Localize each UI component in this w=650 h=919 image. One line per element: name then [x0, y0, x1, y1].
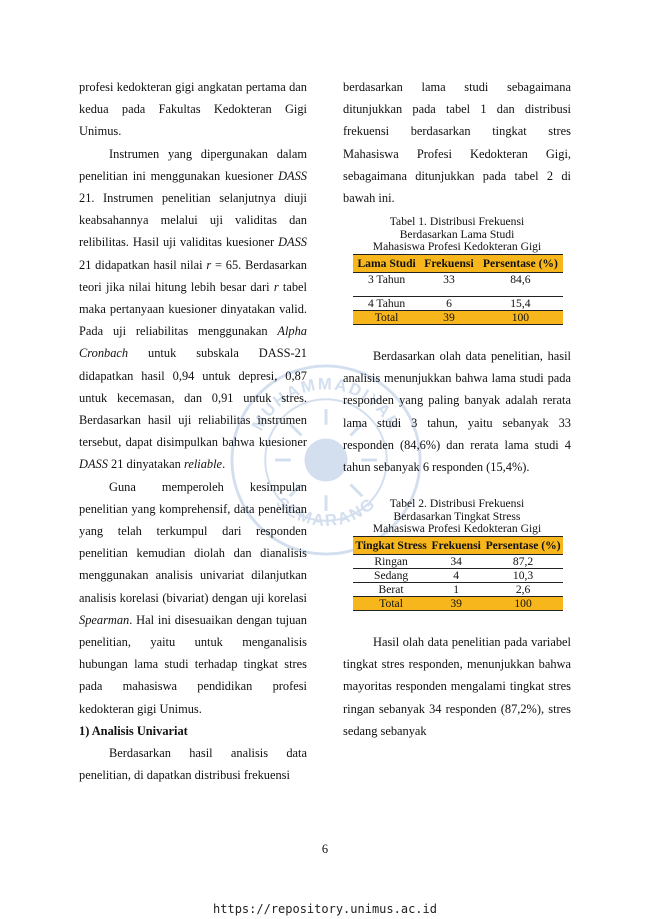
paragraph: berdasarkan lama studi sebagaimana ditun…: [343, 80, 571, 206]
right-column: berdasarkan lama studi sebagaimana ditun…: [343, 76, 571, 742]
table2-caption-line: Mahasiswa Profesi Kedokteran Gigi: [372, 522, 542, 536]
table1-caption-line: Tabel 1. Distribusi Frekuensi: [389, 215, 525, 229]
table-header: Frekuensi: [420, 254, 478, 273]
table-cell: 4: [429, 568, 484, 583]
table2-caption-line: Tabel 2. Distribusi Frekuensi: [389, 497, 525, 511]
table-header: Lama Studi: [353, 254, 421, 273]
footer-url: https://repository.unimus.ac.id: [213, 902, 437, 916]
table-header: Frekuensi: [429, 536, 484, 555]
table-cell: 15,4: [510, 297, 531, 310]
left-column: profesi kedokteran gigi angkatan pertama…: [79, 76, 307, 787]
table-cell: 33: [443, 273, 455, 286]
table-cell: 84,6: [510, 273, 531, 286]
section-heading: 1) Analisis Univariat: [79, 723, 188, 738]
table-cell: 39: [429, 596, 484, 611]
table-row: Berat 1 2,6: [353, 583, 563, 597]
table-row: Sedang 4 10,3: [353, 568, 563, 583]
table-cell: Total: [353, 310, 421, 325]
table-cell: 10,3: [483, 568, 563, 583]
table-header: Persentase (%): [477, 254, 563, 273]
table-row: Ringan 34 87,2: [353, 554, 563, 569]
table-cell: Berat: [378, 583, 404, 596]
table-header: Persentase (%): [483, 536, 563, 555]
paragraph: Instrumen yang dipergunakan dalam peneli…: [79, 146, 307, 472]
table-cell: 34: [429, 554, 484, 569]
table-total-row: Total 39 100: [353, 310, 563, 325]
table-cell: 100: [477, 310, 563, 325]
table-cell: 100: [483, 596, 563, 611]
table-cell: 1: [453, 583, 460, 596]
table-lama-studi: Lama Studi Frekuensi Persentase (%) 3 Ta…: [353, 254, 563, 325]
table-row: 3 Tahun 33 84,6: [353, 273, 563, 287]
paragraph: profesi kedokteran gigi angkatan pertama…: [79, 80, 307, 139]
table-cell: 2,6: [515, 583, 531, 596]
table-cell: Ringan: [353, 554, 430, 569]
table-cell: 39: [420, 310, 478, 325]
table-row: 4 Tahun 6 15,4: [353, 297, 563, 311]
table-header: Tingkat Stress: [353, 536, 430, 555]
table1-caption-line: Mahasiswa Profesi Kedokteran Gigi: [372, 240, 542, 254]
paragraph: Guna memperoleh kesimpulan penelitian ya…: [79, 479, 307, 716]
table1-caption-line: Berdasarkan Lama Studi: [399, 227, 515, 241]
paragraph: Berdasarkan olah data penelitian, hasil …: [343, 349, 571, 475]
table-cell: 3 Tahun: [367, 273, 406, 286]
table-cell: 87,2: [483, 554, 563, 569]
table-cell: 4 Tahun: [367, 297, 406, 310]
table-tingkat-stress: Tingkat Stress Frekuensi Persentase (%) …: [353, 536, 563, 611]
table-total-row: Total 39 100: [353, 596, 563, 611]
table-cell: Total: [353, 596, 430, 611]
paragraph: Berdasarkan hasil analisis data peneliti…: [79, 746, 307, 783]
table-cell: 6: [446, 297, 452, 310]
table-cell: Sedang: [353, 568, 430, 583]
page-number: 6: [321, 842, 329, 856]
table2-caption-line: Berdasarkan Tingkat Stress: [393, 509, 521, 523]
paragraph: Hasil olah data penelitian pada variabel…: [343, 635, 571, 738]
